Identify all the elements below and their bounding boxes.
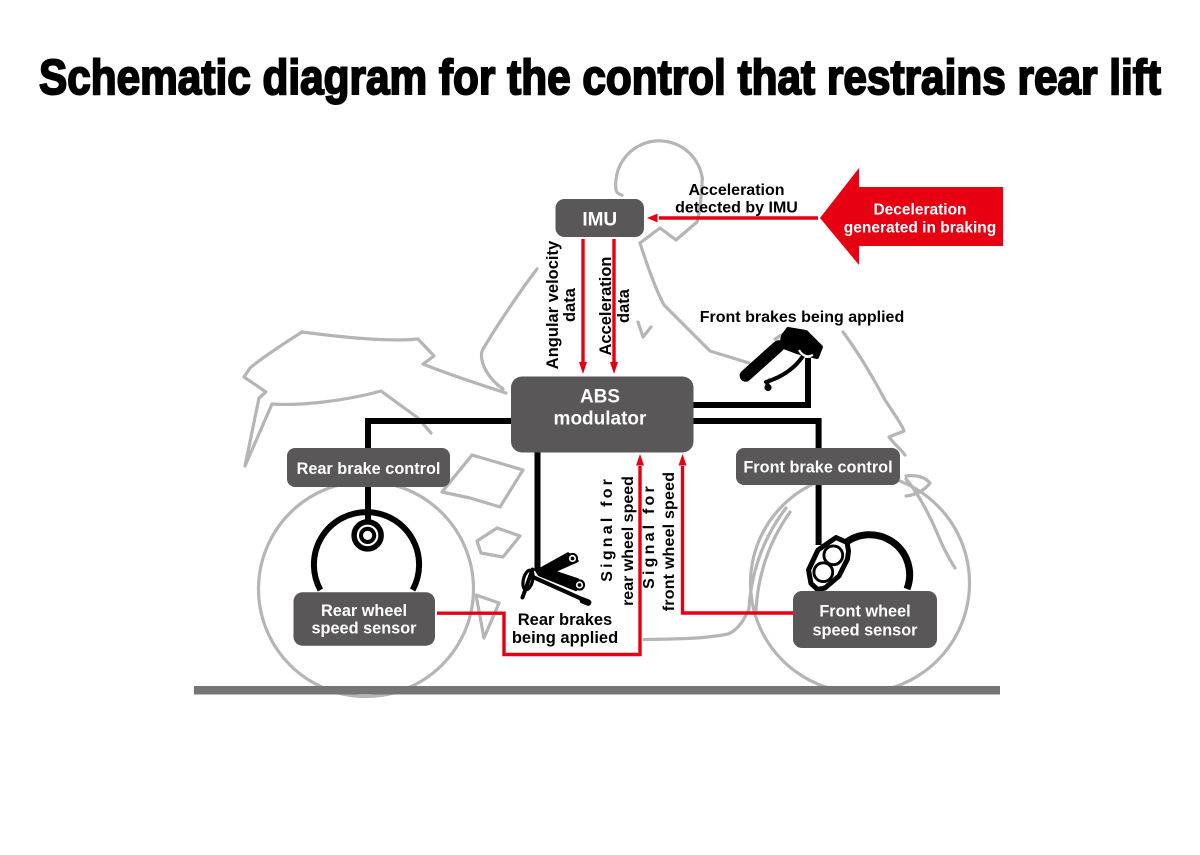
- svg-text:speed sensor: speed sensor: [813, 622, 919, 640]
- svg-text:Signal for: Signal for: [599, 476, 616, 582]
- svg-text:detected by IMU: detected by IMU: [675, 200, 798, 217]
- svg-text:IMU: IMU: [582, 210, 617, 231]
- svg-text:Schematic diagram for the cont: Schematic diagram for the control that r…: [39, 51, 1161, 105]
- svg-text:modulator: modulator: [554, 409, 647, 430]
- svg-text:ABS: ABS: [580, 387, 620, 408]
- svg-text:data: data: [561, 287, 579, 322]
- svg-text:Deceleration: Deceleration: [873, 202, 966, 219]
- svg-text:Acceleration: Acceleration: [597, 256, 615, 355]
- svg-text:front wheel speed: front wheel speed: [661, 472, 678, 611]
- svg-text:Angular velocity: Angular velocity: [544, 240, 562, 369]
- svg-text:being applied: being applied: [512, 629, 618, 647]
- svg-text:Rear brakes: Rear brakes: [518, 611, 612, 629]
- svg-text:Signal for: Signal for: [641, 483, 658, 589]
- svg-text:Front brakes being applied: Front brakes being applied: [700, 309, 904, 326]
- svg-text:Rear brake control: Rear brake control: [297, 460, 441, 478]
- svg-text:generated in braking: generated in braking: [844, 220, 996, 237]
- svg-text:Rear wheel: Rear wheel: [321, 602, 407, 620]
- svg-text:rear wheel speed: rear wheel speed: [620, 476, 637, 606]
- svg-text:Front wheel: Front wheel: [819, 603, 910, 621]
- svg-text:data: data: [615, 288, 633, 323]
- svg-text:Front brake control: Front brake control: [743, 459, 892, 477]
- svg-text:speed sensor: speed sensor: [312, 620, 418, 638]
- svg-text:Acceleration: Acceleration: [688, 182, 784, 199]
